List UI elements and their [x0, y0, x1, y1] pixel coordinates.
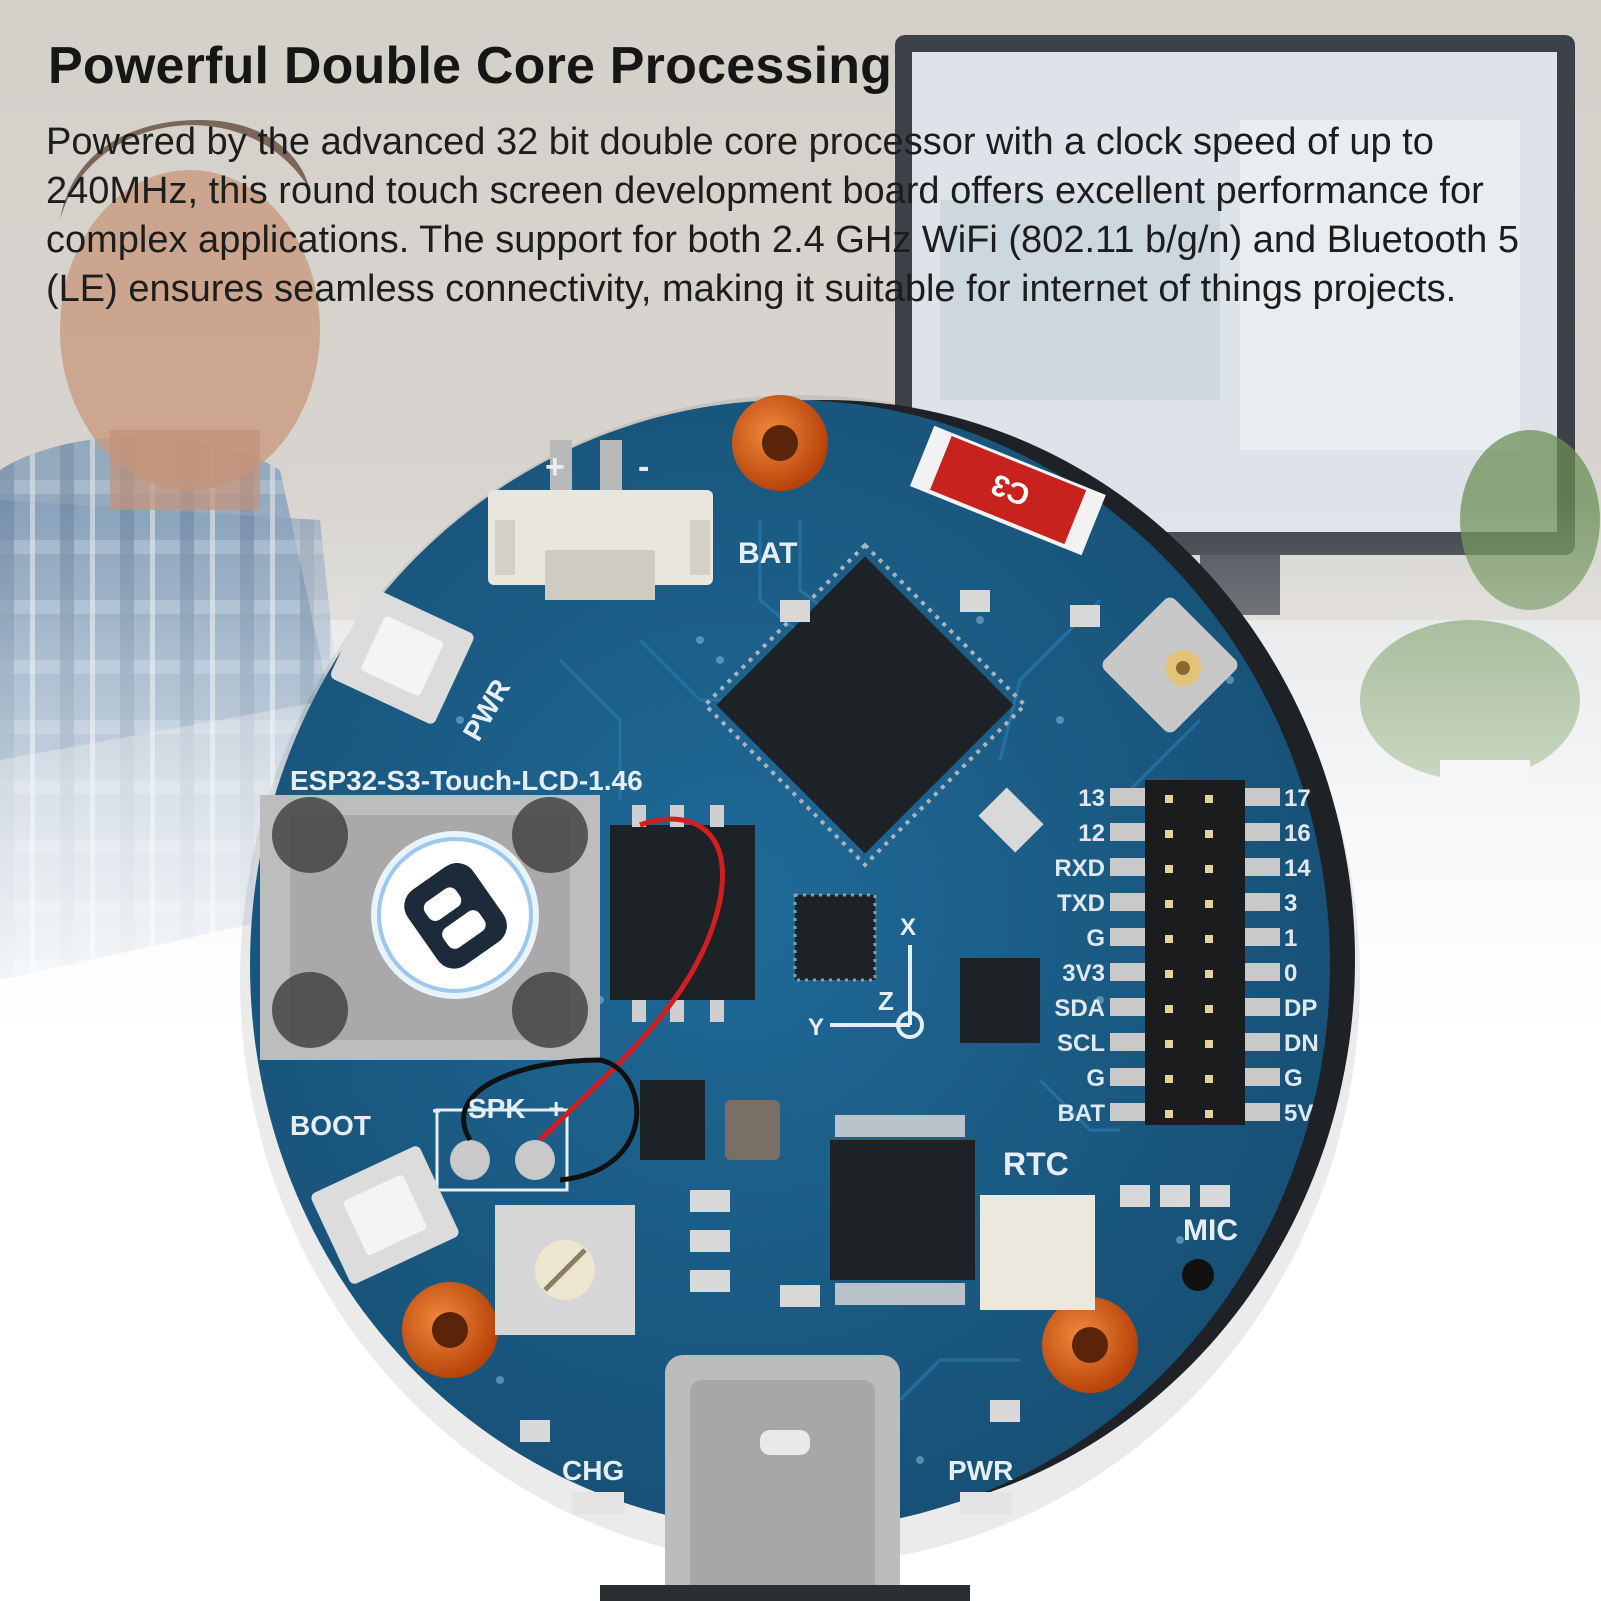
axis-y-label: Y — [808, 1014, 824, 1041]
c3-component: C3 — [909, 425, 1106, 556]
battery-connector — [488, 440, 713, 600]
crystal-oscillator — [978, 787, 1044, 853]
esp32-s3-chip — [702, 542, 1028, 868]
spk-minus-label: - — [432, 1093, 441, 1124]
speaker-black-wire — [461, 1057, 640, 1183]
pin-label: 3 — [1284, 890, 1297, 917]
pin-label: 5V — [1284, 1100, 1313, 1127]
pin-label: G — [1086, 925, 1105, 952]
pmu-chip — [830, 1115, 975, 1305]
axis-x-label: X — [900, 914, 916, 941]
pin-label: DN — [1284, 1030, 1319, 1057]
pwr-led — [960, 1492, 1012, 1514]
pin-label: TXD — [1057, 890, 1105, 917]
boot-button[interactable] — [309, 1144, 460, 1285]
pin-label: SCL — [1057, 1030, 1105, 1057]
pin-label: 0 — [1284, 960, 1297, 987]
usb-c-port[interactable] — [665, 1355, 900, 1601]
pin-label: 16 — [1284, 820, 1311, 847]
microphone — [725, 1100, 780, 1160]
speaker-pads — [435, 1108, 569, 1192]
page-title: Powerful Double Core Processing — [48, 37, 893, 95]
pwr-button[interactable] — [329, 586, 475, 725]
mic-hole — [1182, 1259, 1214, 1291]
potentiometer[interactable] — [495, 1205, 635, 1335]
pin-label: 12 — [1078, 820, 1105, 847]
pin-labels-right: 17 16 14 3 1 0 DP DN G 5V — [1284, 785, 1319, 1127]
pin-label: 13 — [1078, 785, 1105, 812]
pin-labels-left: 13 12 RXD TXD G 3V3 SDA SCL G BAT — [1054, 785, 1105, 1127]
board-model-label: ESP32-S3-Touch-LCD-1.46 — [290, 765, 643, 796]
spk-label: SPK — [468, 1093, 526, 1124]
pwr-led-label: PWR — [948, 1455, 1013, 1486]
pin-label: G — [1086, 1065, 1105, 1092]
pin-header — [1110, 780, 1280, 1125]
chg-led-label: CHG — [562, 1455, 624, 1486]
pin-label: 17 — [1284, 785, 1311, 812]
standoff-bottom-left — [402, 1282, 498, 1378]
bat-label: BAT — [738, 537, 797, 570]
axis-indicator — [830, 945, 924, 1039]
rtc-chip — [980, 1195, 1095, 1310]
imu-chip — [793, 893, 877, 982]
chg-led — [572, 1492, 624, 1514]
mic-label: MIC — [1183, 1214, 1238, 1247]
pin-label: RXD — [1054, 855, 1105, 882]
brand-logo-sticker — [371, 831, 539, 999]
battery-minus-label: - — [638, 448, 649, 486]
pin-label: BAT — [1057, 1100, 1105, 1127]
axis-z-label: Z — [878, 986, 894, 1016]
pin-label: 3V3 — [1062, 960, 1105, 987]
antenna-connector — [1102, 597, 1238, 733]
boot-label: BOOT — [290, 1110, 371, 1141]
product-description: Powered by the advanced 32 bit double co… — [46, 121, 1519, 310]
pin-label: 14 — [1284, 855, 1311, 882]
smd-components — [520, 590, 1230, 1442]
audio-codec-chip — [960, 958, 1040, 1043]
rtc-label: RTC — [1003, 1146, 1069, 1182]
pin-label: 1 — [1284, 925, 1297, 952]
pin-label: DP — [1284, 995, 1317, 1022]
amplifier-chip — [640, 1080, 705, 1160]
standoff-bottom-right — [1042, 1297, 1138, 1393]
standoff-top — [732, 395, 828, 491]
battery-plus-label: + — [545, 448, 565, 486]
speaker-red-wire — [538, 816, 725, 1142]
spk-plus-label: + — [548, 1093, 564, 1124]
pin-label: SDA — [1054, 995, 1105, 1022]
pin-label: G — [1284, 1065, 1303, 1092]
